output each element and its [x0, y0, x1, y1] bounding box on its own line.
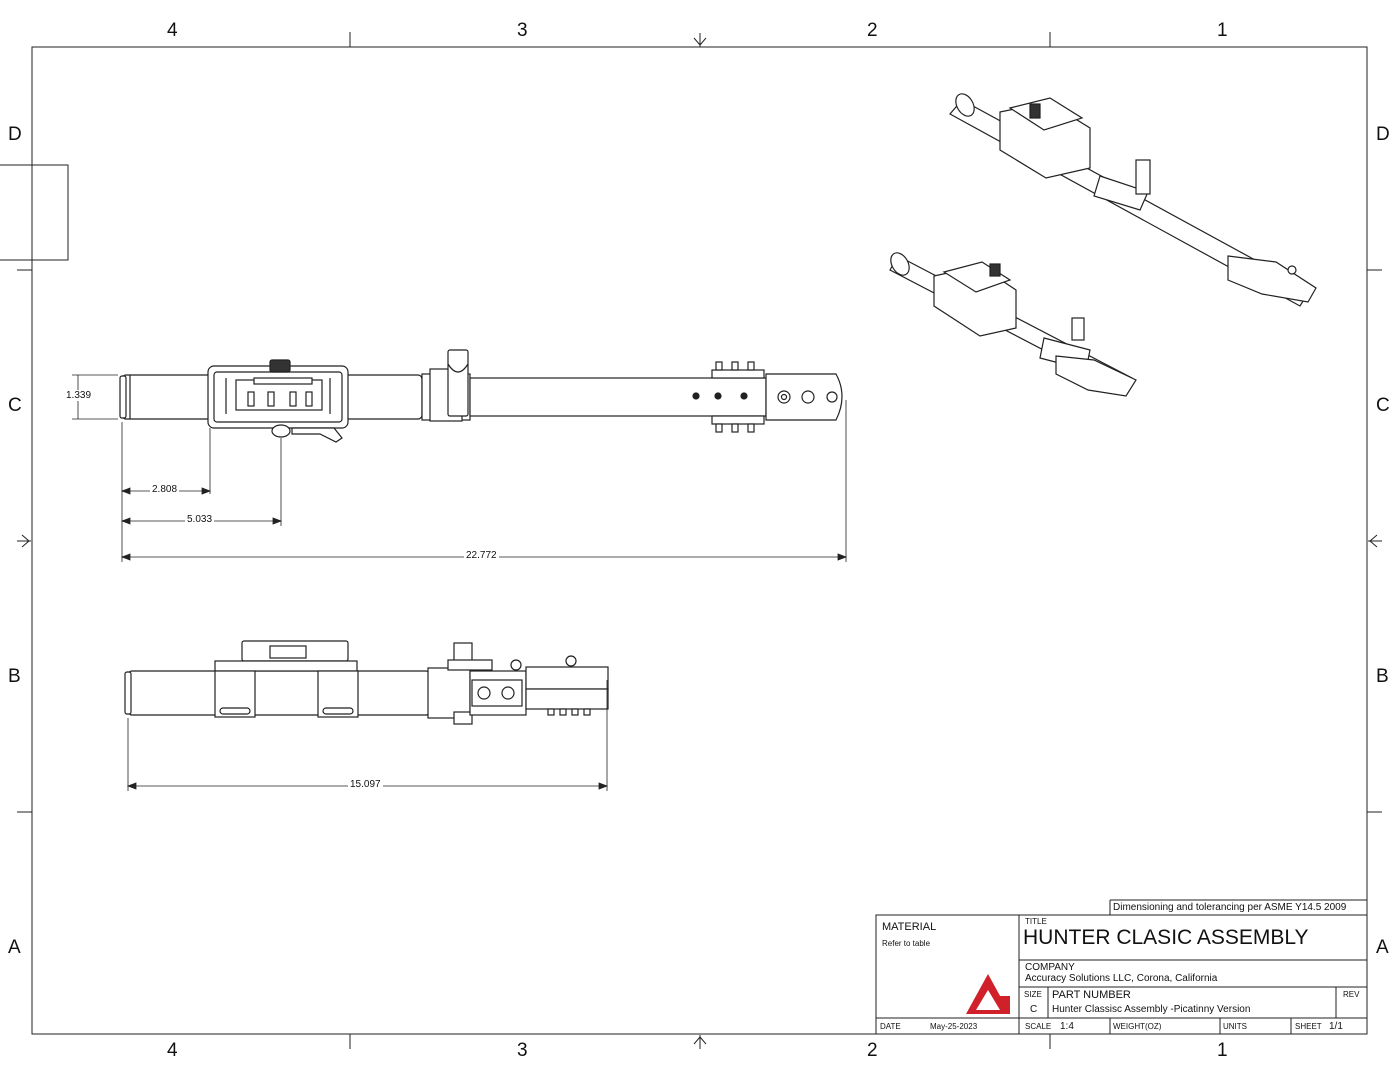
zone-bottom-4: 4: [167, 1040, 178, 1061]
part-number-label: PART NUMBER: [1052, 989, 1131, 1001]
scale-label: SCALE: [1025, 1022, 1052, 1031]
dimension-lever-offset: 5.033: [185, 514, 215, 525]
zone-left-d: D: [8, 124, 22, 145]
units-label: UNITS: [1223, 1022, 1247, 1031]
weight-label: WEIGHT(OZ): [1113, 1022, 1162, 1031]
title-label: TITLE: [1025, 917, 1047, 926]
company-name: Accuracy Solutions LLC, Corona, Californ…: [1025, 973, 1218, 984]
part-number-value: Hunter Classisc Assembly -Picatinny Vers…: [1052, 1004, 1251, 1015]
zone-right-a: A: [1376, 937, 1389, 958]
date-label: DATE: [880, 1022, 901, 1031]
title-block-grid: [875, 899, 1368, 1035]
dimension-diameter: 1.339: [64, 390, 94, 401]
date-value: May-25-2023: [930, 1022, 978, 1031]
zone-right-d: D: [1376, 124, 1390, 145]
isometric-view-lower: [889, 252, 1137, 397]
zone-left-a: A: [8, 937, 21, 958]
side-view: [124, 640, 609, 725]
zone-top-4: 4: [167, 20, 178, 41]
sheet-value: 1/1: [1329, 1021, 1343, 1032]
material-value: Refer to table: [882, 939, 931, 948]
zone-bottom-3: 3: [517, 1040, 528, 1061]
centering-marks: [17, 33, 1382, 1049]
company-logo: [966, 974, 1010, 1014]
tolerancing-note: Dimensioning and tolerancing per ASME Y1…: [1113, 902, 1347, 913]
sheet-border: [31, 46, 1368, 1035]
size-value: C: [1030, 1004, 1038, 1015]
zone-top-1: 1: [1217, 20, 1228, 41]
zone-left-b: B: [8, 666, 21, 687]
dimension-side-view-length: 15.097: [348, 779, 383, 790]
zone-right-c: C: [1376, 395, 1390, 416]
zone-right-b: B: [1376, 666, 1389, 687]
zone-ticks: [17, 32, 1382, 1049]
material-label: MATERIAL: [882, 921, 937, 933]
drawing-title: HUNTER CLASIC ASSEMBLY: [1023, 926, 1309, 949]
dimension-mount-offset: 2.808: [150, 484, 180, 495]
zone-bottom-2: 2: [867, 1040, 878, 1061]
zone-bottom-1: 1: [1217, 1040, 1228, 1061]
top-view: [119, 349, 843, 443]
sheet-label: SHEET: [1295, 1022, 1322, 1031]
zone-left-c: C: [8, 395, 22, 416]
dimension-overall-length: 22.772: [464, 550, 499, 561]
scale-value: 1:4: [1060, 1021, 1074, 1032]
zone-top-2: 2: [867, 20, 878, 41]
isometric-view-upper: [949, 93, 1317, 307]
size-label: SIZE: [1024, 990, 1042, 999]
rev-label: REV: [1343, 990, 1360, 999]
left-stub-box: [0, 164, 69, 261]
zone-top-3: 3: [517, 20, 528, 41]
company-label: COMPANY: [1025, 962, 1075, 973]
